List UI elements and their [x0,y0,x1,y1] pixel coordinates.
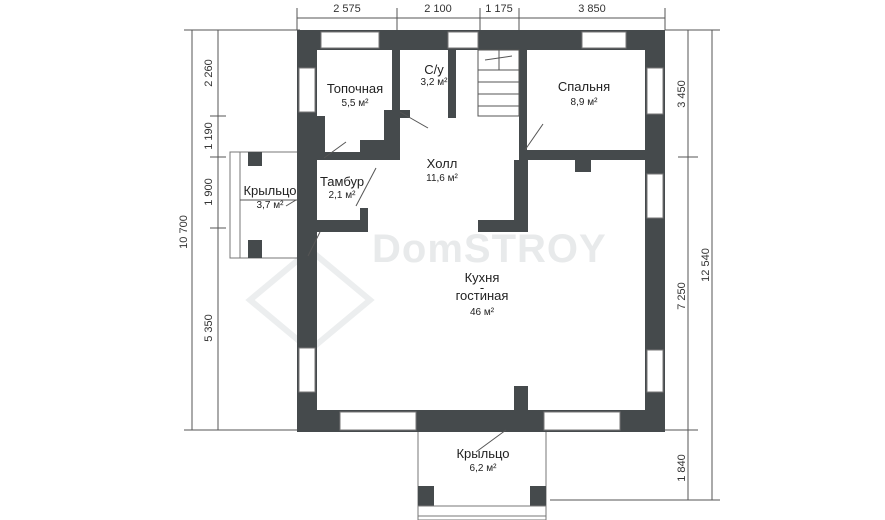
room-spalnya-area: 8,9 м² [571,97,599,108]
room-kuhnya-name-3: гостиная [456,288,509,303]
room-tambur-area: 2,1 м² [329,190,357,201]
dim-top-2: 2 100 [424,3,452,15]
dim-top-4: 3 850 [578,3,606,15]
room-kuhnya-name-1: Кухня [465,270,500,285]
dim-right-1: 3 450 [676,80,688,108]
doors [285,111,544,453]
watermark-logo: DomSTROY [245,227,607,354]
dim-right-3: 1 840 [676,454,688,482]
room-topochnaya-name: Топочная [327,81,383,96]
front-porch [417,429,547,520]
room-topochnaya-area: 5,5 м² [342,98,370,109]
room-krylco-side-name: Крыльцо [243,183,296,198]
room-krylco-side-area: 3,7 м² [257,200,285,211]
dim-top-1: 2 575 [333,3,361,15]
dim-left-3: 1 900 [203,178,215,206]
dim-left-4: 5 350 [203,314,215,342]
dim-left-2: 1 190 [203,122,215,150]
dim-left-outer: 10 700 [178,215,190,249]
room-kuhnya-name-2: - [480,280,484,295]
dimension-lines [184,8,720,501]
room-kuhnya-area: 46 м² [470,307,495,318]
staircase [477,49,520,117]
room-krylco-front-name: Крыльцо [456,446,509,461]
interior-walls [297,50,645,410]
side-porch [229,151,299,259]
room-tambur-name: Тамбур [320,174,364,189]
room-su-area: 3,2 м² [421,77,449,88]
dim-right-outer: 12 540 [700,248,712,282]
room-spalnya-name: Спальня [558,79,610,94]
dim-right-2: 7 250 [676,282,688,310]
dim-top-3: 1 175 [485,3,513,15]
windows [298,31,664,431]
room-krylco-front-area: 6,2 м² [470,463,498,474]
room-su-name: С/у [424,62,444,77]
room-holl-area: 11,6 м² [426,173,458,184]
dim-left-1: 2 260 [203,59,215,87]
room-holl-name: Холл [427,156,458,171]
watermark-text: DomSTROY [372,227,607,271]
